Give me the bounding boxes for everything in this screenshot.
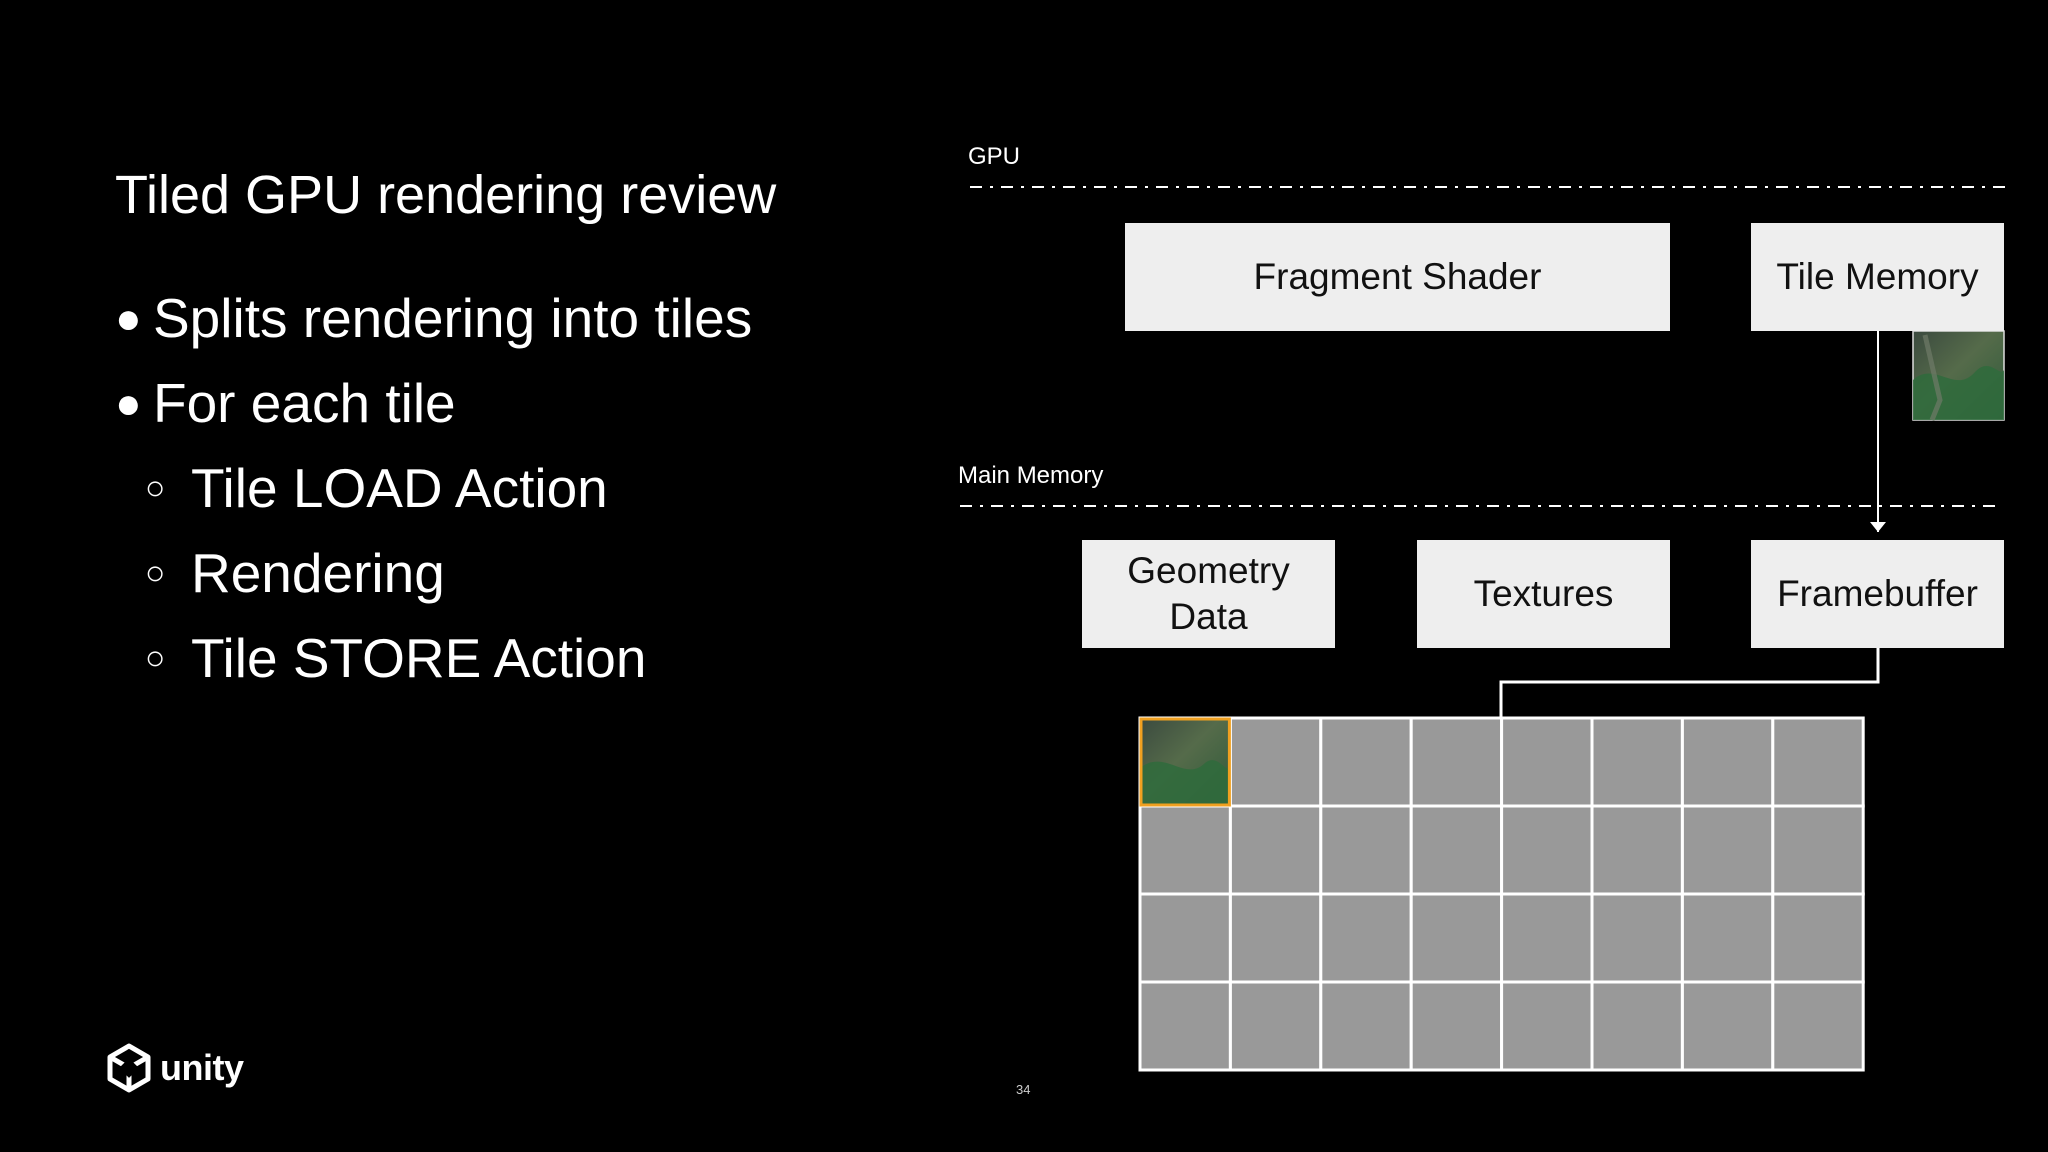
sub-bullet-marker: ○ bbox=[145, 469, 166, 507]
framebuffer-tile bbox=[1228, 716, 1323, 808]
framebuffer-tile bbox=[1319, 980, 1413, 1072]
textures-box: Textures bbox=[1417, 540, 1670, 648]
framebuffer-tile bbox=[1590, 980, 1684, 1072]
framebuffer-tile bbox=[1409, 716, 1504, 808]
framebuffer-tile bbox=[1138, 980, 1232, 1072]
unity-logo: unity bbox=[104, 1043, 244, 1093]
framebuffer-tile bbox=[1138, 804, 1232, 896]
framebuffer-tile bbox=[1138, 892, 1232, 984]
framebuffer-tile bbox=[1500, 804, 1594, 896]
textures-label: Textures bbox=[1473, 573, 1614, 614]
sub-bullet-item: ○ Tile LOAD Action bbox=[115, 446, 752, 531]
sub-bullet-item: ○ Tile STORE Action bbox=[115, 616, 752, 701]
framebuffer-tile bbox=[1319, 716, 1413, 808]
framebuffer-label: Framebuffer bbox=[1777, 573, 1978, 614]
framebuffer-tile bbox=[1590, 892, 1684, 984]
unity-logo-wordmark: unity bbox=[160, 1047, 244, 1088]
fragment-shader-box: Fragment Shader bbox=[1125, 223, 1670, 331]
framebuffer-tile bbox=[1680, 716, 1775, 808]
framebuffer-tile bbox=[1228, 980, 1323, 1072]
page-number: 34 bbox=[1016, 1082, 1031, 1097]
bullet-text: Splits rendering into tiles bbox=[153, 287, 753, 349]
sub-bullet-marker: ○ bbox=[145, 639, 166, 677]
framebuffer-tile bbox=[1680, 980, 1775, 1072]
bullet-list: ● Splits rendering into tiles ● For each… bbox=[115, 276, 752, 701]
tile-memory-label: Tile Memory bbox=[1776, 256, 1979, 297]
sub-bullet-marker: ○ bbox=[145, 554, 166, 592]
framebuffer-tile bbox=[1500, 980, 1594, 1072]
gpu-label: GPU bbox=[968, 143, 1021, 170]
highlighted-tile bbox=[1139, 717, 1231, 807]
bullet-item: ● Splits rendering into tiles bbox=[115, 276, 752, 361]
main-memory-label: Main Memory bbox=[958, 462, 1104, 489]
framebuffer-tile bbox=[1228, 892, 1323, 984]
framebuffer-tile bbox=[1590, 804, 1684, 896]
framebuffer-tile bbox=[1680, 892, 1775, 984]
framebuffer-tile bbox=[1409, 804, 1504, 896]
framebuffer-tile bbox=[1771, 716, 1865, 808]
framebuffer-tile bbox=[1590, 716, 1684, 808]
framebuffer-tile-grid bbox=[1138, 716, 1865, 1072]
sub-bullet-text: Tile STORE Action bbox=[191, 627, 647, 689]
framebuffer-box: Framebuffer bbox=[1751, 540, 2004, 648]
slide-title: Tiled GPU rendering review bbox=[115, 165, 777, 225]
sub-bullet-text: Rendering bbox=[191, 542, 445, 604]
framebuffer-tile bbox=[1680, 804, 1775, 896]
framebuffer-tile bbox=[1228, 804, 1323, 896]
framebuffer-tile bbox=[1319, 892, 1413, 984]
framebuffer-tile bbox=[1500, 716, 1594, 808]
tile-memory-box: Tile Memory bbox=[1751, 223, 2004, 331]
tile-memory-thumbnail bbox=[1912, 330, 2005, 421]
unity-cube-icon bbox=[107, 1043, 151, 1093]
framebuffer-tile bbox=[1500, 892, 1594, 984]
framebuffer-tile bbox=[1138, 716, 1232, 808]
bullet-marker: ● bbox=[115, 294, 142, 343]
framebuffer-tile bbox=[1771, 980, 1865, 1072]
framebuffer-to-grid-connector bbox=[1499, 648, 1880, 718]
bullet-text: For each tile bbox=[153, 372, 456, 434]
framebuffer-tile bbox=[1409, 980, 1504, 1072]
bullet-item: ● For each tile bbox=[115, 361, 752, 446]
geometry-data-label: Geometry Data bbox=[1127, 550, 1290, 637]
sub-bullet-item: ○ Rendering bbox=[115, 531, 752, 616]
framebuffer-tile bbox=[1771, 892, 1865, 984]
framebuffer-tile bbox=[1771, 804, 1865, 896]
sub-bullet-text: Tile LOAD Action bbox=[191, 457, 608, 519]
bullet-marker: ● bbox=[115, 379, 142, 428]
framebuffer-tile bbox=[1409, 892, 1504, 984]
framebuffer-tile bbox=[1319, 804, 1413, 896]
fragment-shader-label: Fragment Shader bbox=[1253, 256, 1542, 297]
geometry-data-box: Geometry Data bbox=[1082, 540, 1335, 648]
